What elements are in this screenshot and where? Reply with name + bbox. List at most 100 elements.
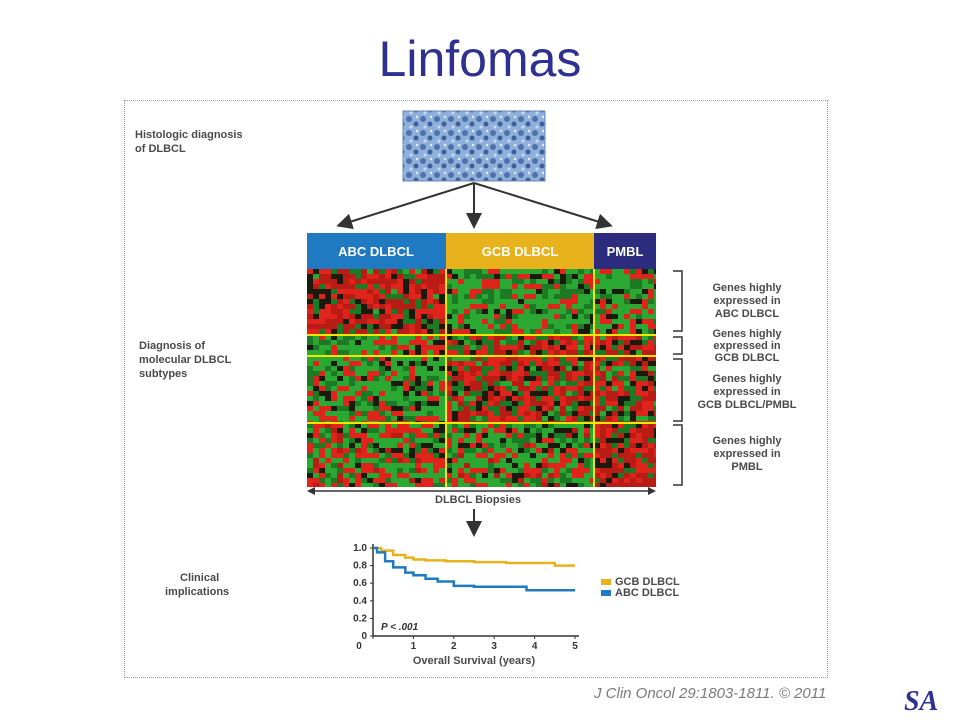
heatmap-cell [367,416,373,421]
heatmap-cell [524,371,530,376]
heatmap-cell [307,294,313,299]
heatmap-cell [572,428,578,433]
heatmap-cell [331,386,337,391]
heatmap-cell [403,314,409,319]
heatmap-cell [373,483,379,487]
heatmap-cell [343,376,349,381]
heatmap-cell [494,433,500,438]
heatmap-cell [458,416,464,421]
heatmap-cell [403,274,409,279]
heatmap-cell [636,289,642,294]
heatmap-cell [506,381,512,386]
heatmap-cell [536,396,542,401]
heatmap-cell [446,453,452,458]
heatmap-cell [530,423,536,428]
heatmap-cell [572,356,578,361]
heatmap-cell [488,319,494,324]
heatmap-cell [421,319,427,324]
heatmap-cell [584,279,590,284]
heatmap-cell [500,458,506,463]
heatmap-cell [572,269,578,274]
heatmap-cell [373,319,379,324]
heatmap-cell [343,478,349,483]
heatmap-cell [566,335,572,340]
heatmap-cell [488,294,494,299]
heatmap-cell [594,483,600,487]
heatmap-cell [600,294,606,299]
heatmap-cell [361,350,367,355]
heatmap-cell [367,314,373,319]
heatmap-cell [572,401,578,406]
heatmap-cell [612,345,618,350]
heatmap-cell [421,448,427,453]
heatmap-cell [403,299,409,304]
heatmap-cell [343,423,349,428]
heatmap-cell [307,428,313,433]
heatmap-cell [313,453,319,458]
heatmap-cell [367,448,373,453]
heatmap-cell [391,478,397,483]
heatmap-cell [361,335,367,340]
heatmap-cell [654,478,656,483]
heatmap-cell [618,366,624,371]
heatmap-cell [548,345,554,350]
heatmap-cell [379,453,385,458]
heatmap-cell [361,269,367,274]
heatmap-cell [379,279,385,284]
heatmap-cell [642,433,648,438]
heatmap-cell [630,361,636,366]
heatmap-cell [464,458,470,463]
heatmap-cell [355,396,361,401]
heatmap-cell [624,406,630,411]
heatmap-cell [403,423,409,428]
heatmap-cell [654,304,656,309]
heatmap-cell [397,391,403,396]
heatmap-cell [355,411,361,416]
heatmap-cell [554,284,560,289]
heatmap-cell [584,381,590,386]
heatmap-cell [470,366,476,371]
heatmap-cell [349,274,355,279]
heatmap-cell [548,299,554,304]
heatmap-cell [518,423,524,428]
heatmap-cell [319,361,325,366]
heatmap-cell [584,294,590,299]
heatmap-cell [361,381,367,386]
heatmap-cell [590,289,594,294]
heatmap-cell [433,411,439,416]
heatmap-cell [337,324,343,329]
heatmap-cell [403,366,409,371]
heatmap-cell [590,468,594,473]
heatmap-cell [349,438,355,443]
heatmap-cell [373,478,379,483]
heatmap-cell [612,416,618,421]
heatmap-cell [578,386,584,391]
heatmap-cell [385,350,391,355]
heatmap-cell [548,356,554,361]
heatmap-cell [594,406,600,411]
heatmap-cell [554,299,560,304]
heatmap-cell [439,284,445,289]
heatmap-cell [319,411,325,416]
legend-swatch [601,590,611,596]
heatmap-cell [307,468,313,473]
heatmap-cell [325,411,331,416]
heatmap-cell [421,356,427,361]
heatmap-cell [319,269,325,274]
heatmap-cell [385,433,391,438]
heatmap-cell [349,448,355,453]
heatmap-cell [313,381,319,386]
heatmap-cell [319,386,325,391]
heatmap-cell [630,371,636,376]
heatmap-cell [560,381,566,386]
heatmap-cell [506,340,512,345]
heatmap-cell [427,376,433,381]
heatmap-cell [470,453,476,458]
heatmap-cell [584,386,590,391]
heatmap-cell [606,406,612,411]
heatmap-cell [403,406,409,411]
heatmap-cell [554,406,560,411]
heatmap-cell [476,483,482,487]
heatmap-cell [391,396,397,401]
heatmap-cell [524,314,530,319]
